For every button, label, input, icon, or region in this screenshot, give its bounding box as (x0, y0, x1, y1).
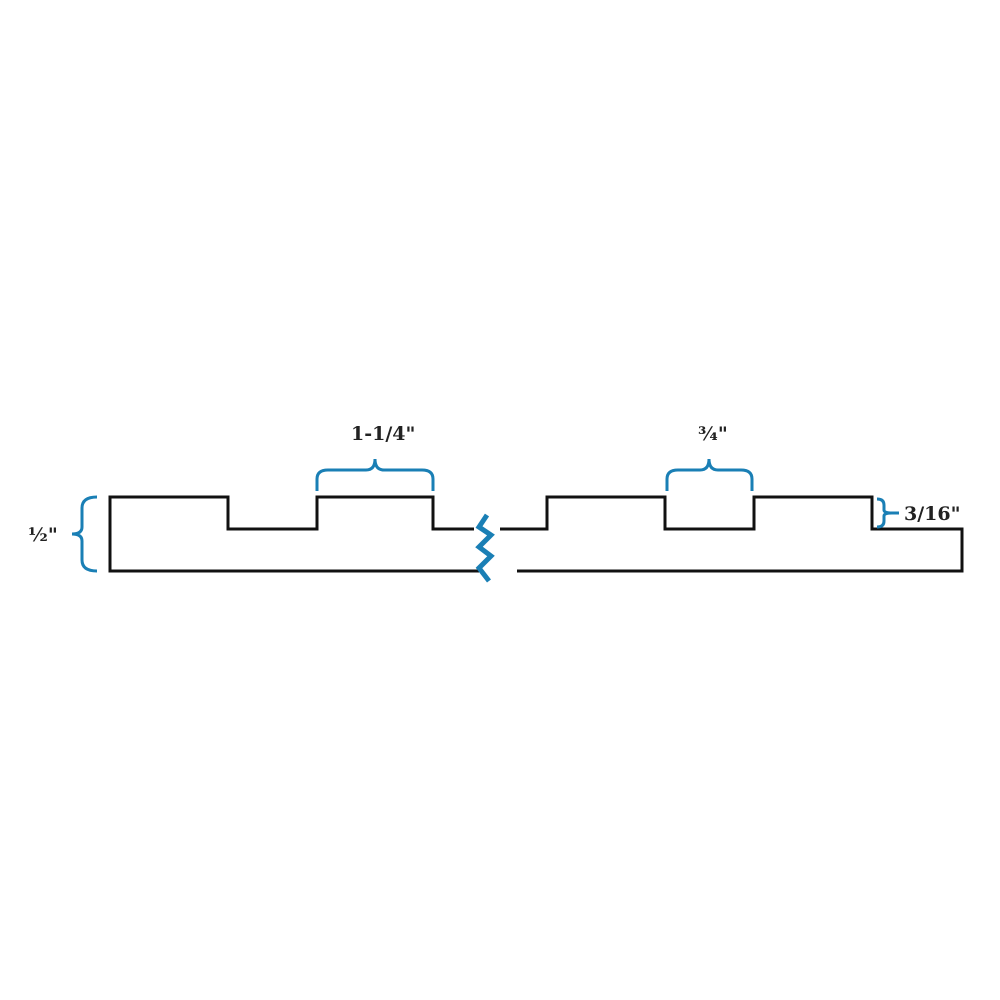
profile-left-top-edge (108, 495, 479, 573)
thickness-bracket (71, 495, 98, 573)
thickness-label: ½" (28, 524, 58, 546)
groove-depth-label: 3/16" (904, 503, 961, 525)
groove-width-label: ¾" (698, 423, 728, 445)
rib-width-label: 1-1/4" (351, 423, 415, 445)
groove-depth-bracket (876, 497, 893, 529)
profile-right-top-edge (500, 495, 964, 573)
groove-width-bracket (665, 458, 754, 491)
break-symbol (475, 513, 495, 583)
rib-width-bracket (315, 458, 435, 491)
